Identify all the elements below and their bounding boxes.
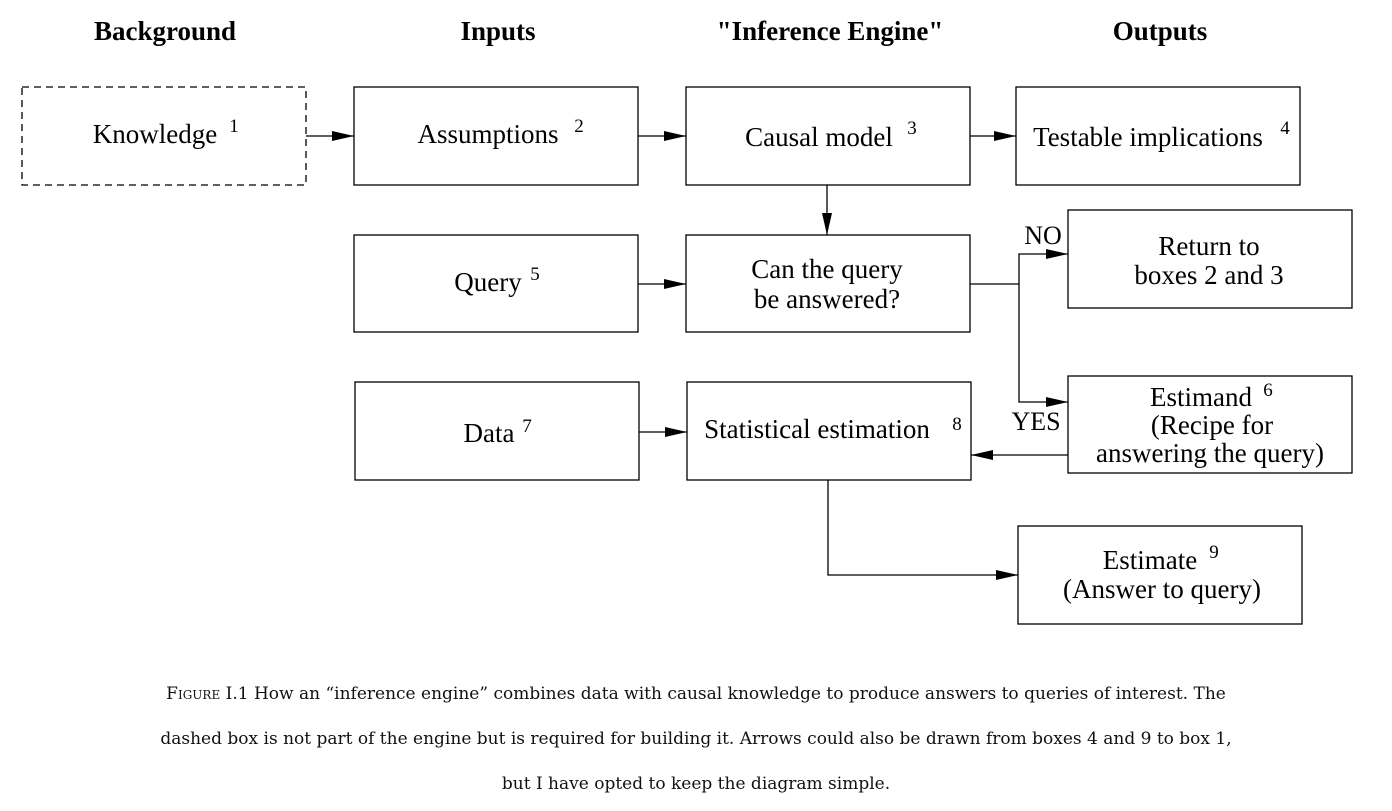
estimand-line-2: (Recipe for [1151, 410, 1273, 440]
causal-model-box-text: Causal model 3 [745, 118, 917, 152]
figure-caption-text: How an “inference engine” combines data … [160, 684, 1232, 794]
testable-implications-box [1015, 86, 1301, 186]
estimand-box [1067, 375, 1353, 474]
header-outputs: Outputs [1113, 16, 1208, 46]
estimand-line-1: Estimand [1150, 382, 1252, 412]
assumptions-number: 2 [574, 116, 584, 137]
header-inputs: Inputs [460, 16, 535, 46]
knowledge-box-text: Knowledge 1 [93, 116, 239, 149]
statistical-estimation-number: 8 [952, 414, 962, 435]
arrow-statistical-estimation-to-estimate [827, 480, 1018, 580]
data-box [354, 381, 640, 481]
can-query-line-2: be answered? [754, 284, 900, 314]
testable-implications-label: Testable implications [1033, 122, 1263, 152]
estimate-box [1017, 525, 1303, 625]
query-box [353, 234, 639, 333]
causal-model-label: Causal model [745, 122, 893, 152]
figure-label: Figure I.1 [166, 684, 249, 704]
knowledge-label: Knowledge [93, 119, 217, 149]
knowledge-number: 1 [229, 116, 239, 137]
header-inference-engine: "Inference Engine" [717, 16, 944, 46]
data-label: Data [464, 418, 515, 448]
assumptions-box-text: Assumptions 2 [417, 116, 583, 149]
estimate-line-1: Estimate [1103, 545, 1197, 575]
yes-branch-label: YES [1011, 407, 1060, 436]
estimand-number: 6 [1263, 380, 1273, 401]
return-line-2: boxes 2 and 3 [1134, 260, 1283, 290]
data-box-text: Data 7 [464, 416, 532, 448]
arrow-yes-to-estimand [1018, 284, 1068, 407]
assumptions-label: Assumptions [417, 119, 558, 149]
no-branch-label: NO [1024, 221, 1062, 250]
return-box-text: Return to boxes 2 and 3 [1134, 231, 1283, 290]
testable-implications-box-text: Testable implications 4 [1033, 118, 1290, 152]
estimate-line-2: (Answer to query) [1063, 574, 1261, 604]
query-number: 5 [530, 264, 540, 285]
can-query-line-1: Can the query [751, 254, 903, 284]
estimate-box-text: Estimate 9 (Answer to query) [1063, 542, 1261, 604]
return-line-1: Return to [1158, 231, 1259, 261]
can-query-be-answered-box [685, 234, 971, 333]
causal-model-number: 3 [907, 118, 917, 139]
statistical-estimation-label: Statistical estimation [704, 414, 930, 444]
estimate-number: 9 [1209, 542, 1219, 563]
statistical-estimation-box-text: Statistical estimation 8 [704, 414, 962, 444]
knowledge-box [21, 86, 307, 186]
assumptions-box [353, 86, 639, 186]
testable-implications-number: 4 [1280, 118, 1290, 139]
return-to-boxes-box [1067, 209, 1353, 309]
statistical-estimation-box [686, 381, 972, 481]
query-box-text: Query 5 [454, 264, 539, 297]
can-query-box-text: Can the query be answered? [751, 254, 903, 314]
data-number: 7 [522, 416, 532, 437]
inference-engine-diagram: Background Inputs "Inference Engine" Out… [21, 16, 1353, 625]
estimand-box-text: Estimand 6 (Recipe for answering the que… [1096, 380, 1324, 468]
arrow-no-to-return [970, 249, 1068, 285]
estimand-line-3: answering the query) [1096, 438, 1324, 468]
query-label: Query [454, 267, 522, 297]
header-background: Background [94, 16, 236, 46]
figure-caption: Figure I.1 How an “inference engine” com… [160, 672, 1232, 807]
